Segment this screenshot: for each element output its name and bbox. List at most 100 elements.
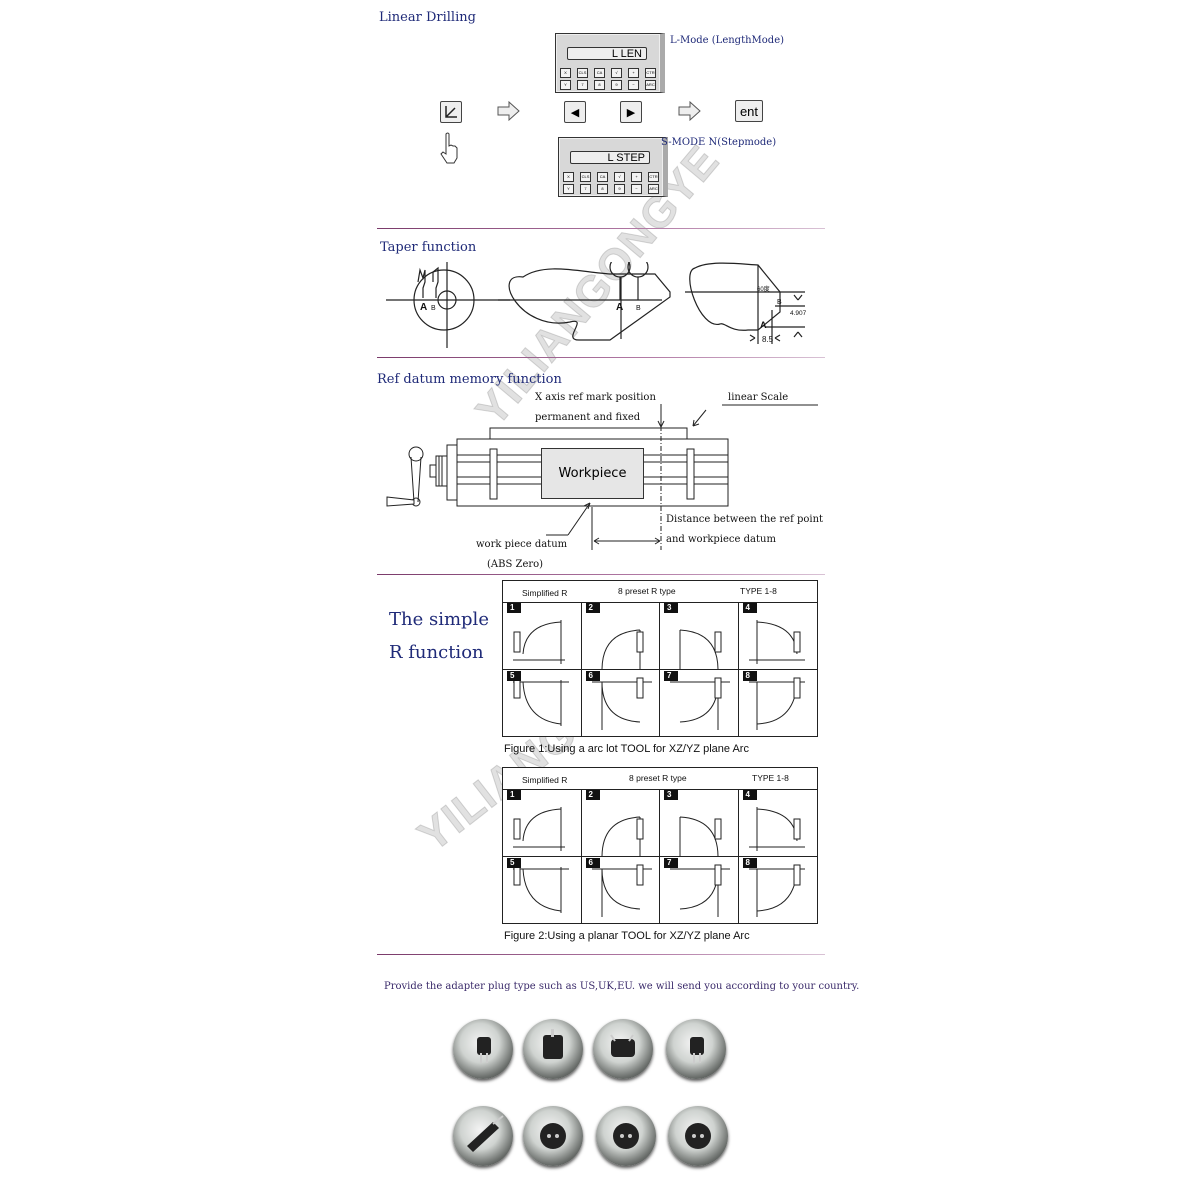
arc-path-diagram: [748, 620, 805, 664]
type-number-badge: 5: [507, 670, 521, 681]
r-type-cell: 2: [581, 602, 660, 670]
header-cell: Simplified R: [522, 775, 568, 785]
type-number-badge: 2: [585, 790, 600, 800]
dro-key: ARC: [648, 184, 659, 194]
arc-path-diagram: [601, 816, 643, 856]
r-type-cell: 4: [738, 789, 817, 857]
r-function-title: R function: [389, 642, 484, 663]
l-mode-label: L-Mode (LengthMode): [670, 35, 785, 46]
table-header: Simplified R 8 preset R type TYPE 1-8: [503, 581, 817, 603]
arc-path-diagram: [513, 864, 569, 913]
type-number-badge: 7: [664, 670, 678, 681]
ent-key-button: ent: [735, 100, 763, 122]
r-type-cell: 6: [582, 669, 660, 737]
s-mode-label: S-MODE N(Stepmode): [661, 137, 777, 148]
dro-key: −: [628, 80, 639, 90]
arc-path-diagram: [591, 864, 652, 917]
swiss-plug-icon: [453, 1106, 513, 1166]
right-key-button: ▶: [620, 101, 642, 123]
dro-key: 9: [611, 80, 622, 90]
arc-path-diagram: [513, 807, 565, 851]
type-number-badge: 4: [742, 790, 757, 800]
r-type-cell: 6: [582, 856, 660, 924]
dro-key: +: [628, 68, 639, 78]
type-number-badge: 5: [507, 857, 521, 868]
dro-key: 8: [597, 184, 608, 194]
section-title-taper: Taper function: [380, 240, 477, 255]
type-number-badge: 6: [585, 857, 600, 868]
point-a-label: A: [616, 302, 623, 313]
distance-text: Distance between the ref point: [666, 514, 824, 525]
eu-plug-icon: [596, 1106, 656, 1166]
arc-path-diagram: [513, 620, 565, 664]
arc-path-diagram: [679, 816, 722, 856]
dro-key: CLS: [580, 172, 591, 182]
arc-path-diagram: [748, 677, 805, 730]
arrow-right-icon: [497, 101, 520, 121]
figure-caption: Figure 2:Using a planar TOOL for XZ/YZ p…: [504, 930, 750, 942]
r-type-cell: 1: [503, 789, 582, 857]
angle-label: 60度: [757, 285, 770, 293]
arc-path-diagram: [748, 807, 805, 851]
r-type-cell: 4: [738, 602, 817, 670]
r-type-cell: 3: [660, 789, 739, 857]
dro-key: CTR: [648, 172, 659, 182]
point-b-label: B: [636, 305, 641, 312]
r-type-cell: 5: [503, 856, 582, 924]
arc-path-diagram: [748, 864, 805, 917]
dro-key: X: [563, 172, 574, 182]
eu-plug-icon: [668, 1106, 728, 1166]
r-function-title: The simple: [389, 609, 489, 630]
r-type-cell: 7: [660, 669, 739, 737]
datum-text: work piece datum: [476, 539, 568, 550]
point-b-label: B: [431, 305, 436, 312]
dro-key: ARC: [645, 80, 656, 90]
dro-key: 8: [594, 80, 605, 90]
arc-path-diagram: [601, 629, 643, 669]
taper-diagrams: A B A B 60度 A B 4.907 8.5: [386, 262, 807, 348]
type-number-badge: 1: [507, 790, 521, 800]
dro-key: CLS: [577, 68, 588, 78]
dro-key: CA: [597, 172, 608, 182]
r-type-cell: 8: [739, 670, 818, 738]
header-cell: 8 preset R type: [629, 773, 687, 783]
point-a-label: A: [420, 302, 427, 313]
dro-screen: L STEP: [570, 151, 650, 164]
type-number-badge: 3: [664, 790, 678, 800]
dro-key: CA: [594, 68, 605, 78]
arrow-right-icon: [678, 101, 701, 121]
dro-key: 7: [580, 184, 591, 194]
adapter-note: Provide the adapter plug type such as US…: [384, 981, 860, 992]
arc-path-diagram: [679, 629, 722, 669]
us-plug-icon: [666, 1019, 726, 1079]
section-title-ref-datum: Ref datum memory function: [377, 372, 562, 387]
distance-text: and workpiece datum: [666, 534, 776, 545]
angle-key-icon: [440, 101, 462, 123]
dro-key: +: [631, 172, 642, 182]
point-b-label: B: [777, 299, 782, 306]
datum-text: (ABS Zero): [487, 559, 544, 570]
workpiece-block: Workpiece: [541, 448, 644, 499]
header-cell: TYPE 1-8: [752, 773, 789, 783]
linear-scale-label: linear Scale: [728, 392, 789, 403]
eu-plug-icon: [523, 1106, 583, 1166]
type-number-badge: 8: [742, 670, 757, 681]
dro-key: 7: [577, 80, 588, 90]
dro-key: X: [560, 68, 571, 78]
section-divider: [377, 357, 825, 358]
uk-plug-icon: [523, 1019, 583, 1079]
type-number-badge: 6: [585, 670, 600, 681]
section-divider: [377, 574, 825, 575]
section-divider: [377, 954, 825, 955]
r-type-cell: 7: [660, 856, 739, 924]
dro-key: 9: [614, 184, 625, 194]
dro-key: Y: [563, 184, 574, 194]
left-key-button: ◀: [564, 101, 586, 123]
arc-path-diagram: [591, 677, 652, 730]
dro-key: −: [631, 184, 642, 194]
r-type-cell: 2: [581, 789, 660, 857]
ref-mark-text: permanent and fixed: [535, 412, 641, 423]
